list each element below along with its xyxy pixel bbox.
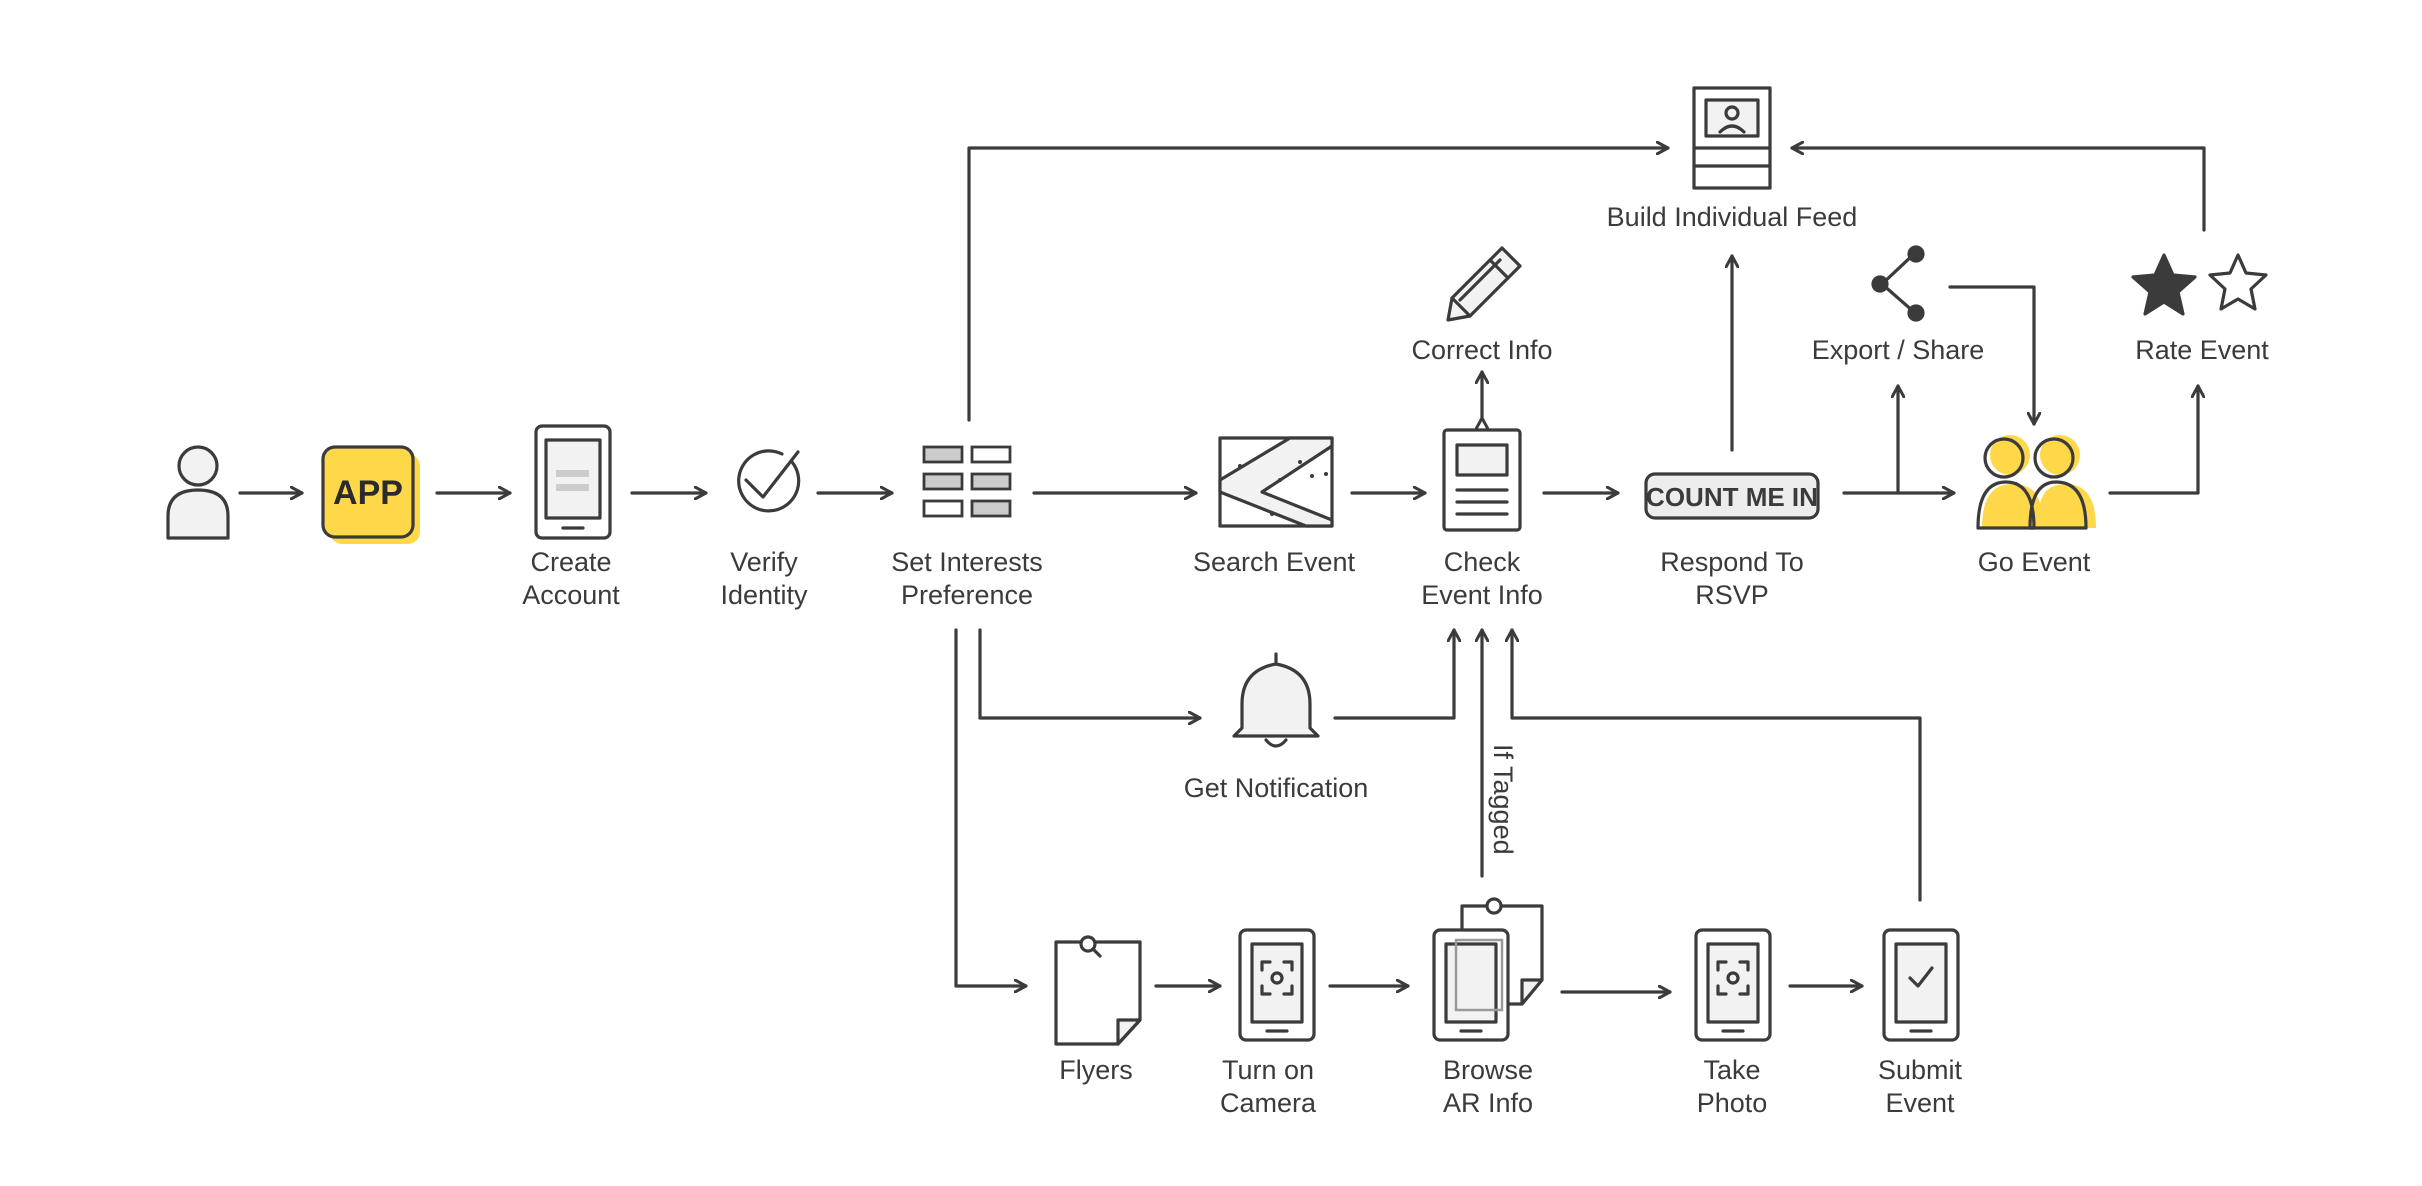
arrow-go-event-to-rate: [2108, 384, 2198, 495]
camera-phone-icon: [1694, 928, 1772, 1042]
bell-icon: [1232, 652, 1320, 748]
check-circle-icon: [737, 449, 801, 513]
build-feed-label: Build Individual Feed: [1606, 202, 1858, 232]
arrow-interests-to-notification: [978, 628, 1202, 718]
search-event-label: Search Event: [1192, 547, 1356, 577]
people-icon: [1976, 435, 2096, 530]
app-badge-icon: APP: [321, 445, 420, 544]
get-notification-label: Get Notification: [1183, 773, 1369, 803]
tablet-icon: [534, 424, 612, 540]
ar-phone-icon: [1432, 897, 1544, 1042]
map-icon: [1218, 436, 1334, 528]
star-icon: [2131, 253, 2268, 316]
count-me-in-button[interactable]: COUNT ME IN: [1644, 472, 1820, 520]
rate-event-label: Rate Event: [2135, 335, 2269, 365]
arrow-submit-to-check: [1512, 628, 1922, 902]
connectors: [238, 148, 2206, 992]
flyers-label: Flyers: [1059, 1055, 1133, 1085]
arrow-notification-to-check: [1333, 628, 1454, 720]
profile-card-icon: [1692, 86, 1772, 190]
svg-text:COUNT ME IN: COUNT ME IN: [1646, 482, 1818, 512]
share-icon: [1871, 245, 1925, 322]
arrow-interests-to-flyers: [954, 628, 1028, 986]
camera-phone-icon: [1238, 928, 1316, 1042]
user-icon: [166, 445, 230, 540]
arrow-interests-to-feed: [967, 148, 1670, 422]
svg-text:APP: APP: [333, 474, 403, 512]
grid-list-icon: [922, 445, 1012, 518]
export-share-label: Export / Share: [1811, 335, 1985, 365]
pencil-icon: [1446, 246, 1522, 322]
phone-check-icon: [1882, 928, 1960, 1042]
flyer-icon: [1054, 935, 1142, 1046]
arrow-share-to-go-event: [1948, 285, 2034, 426]
document-icon: [1442, 428, 1522, 532]
go-event-label: Go Event: [1977, 547, 2091, 577]
if-tagged-label: If Tagged: [1488, 744, 1518, 855]
arrow-rate-to-feed: [1790, 148, 2206, 232]
correct-info-label: Correct Info: [1411, 335, 1553, 365]
